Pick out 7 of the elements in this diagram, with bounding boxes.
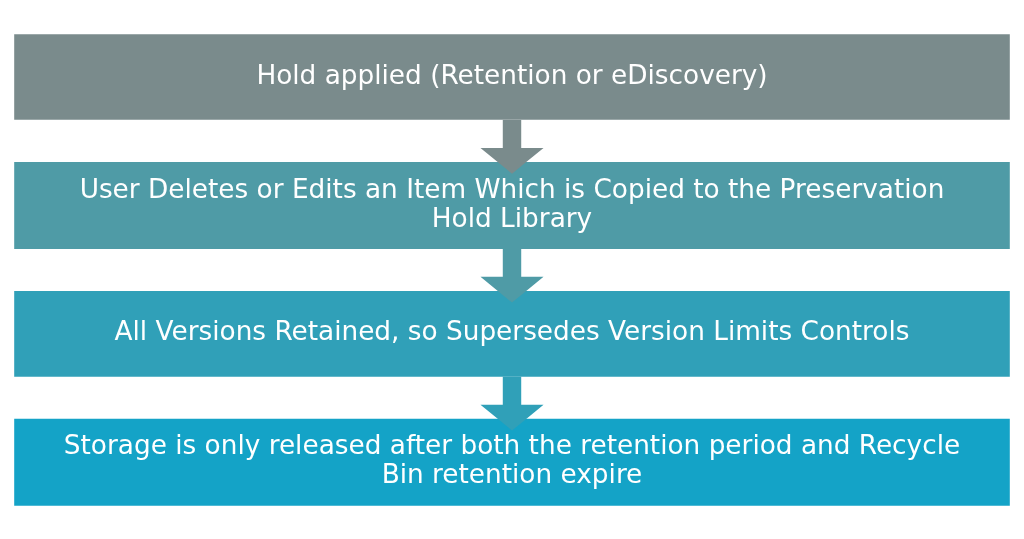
node-box: Hold applied (Retention or eDiscovery) [14, 33, 1010, 120]
node-box: User Deletes or Edits an Item Which is Copied to the Preservation Hold Library [14, 161, 1010, 249]
node-box: Storage is only released after both the retention period and Recycle Bin retention expire [14, 418, 1010, 506]
arrow [480, 376, 544, 430]
node-box: All Versions Retained, so Supersedes Version Limits Controls [14, 290, 1010, 377]
arrow [480, 119, 544, 174]
arrow [480, 248, 544, 303]
